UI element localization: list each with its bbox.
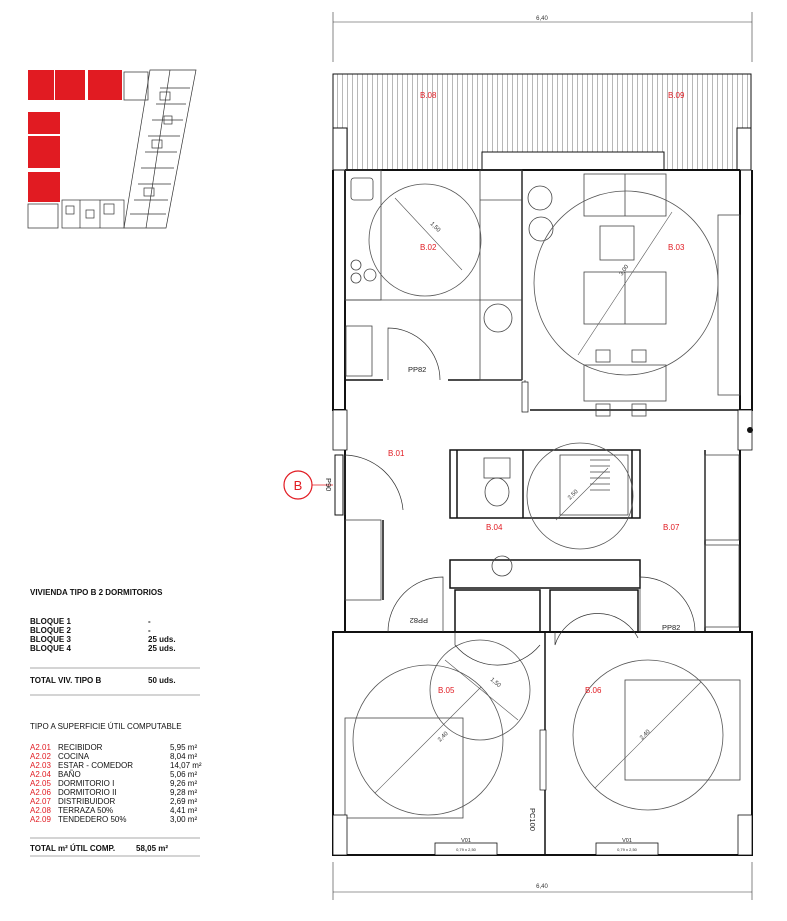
- room-label-b01: B.01: [388, 449, 405, 458]
- door-label-hall-right: PP82: [662, 623, 680, 632]
- living-furniture: [527, 173, 741, 417]
- block-row: BLOQUE 1-: [30, 617, 151, 626]
- door-label-bedroom: PC100: [528, 808, 537, 831]
- window-2-size: 0,79 x 2,50: [617, 847, 638, 852]
- bedroom-1-furniture: [344, 717, 464, 819]
- hall-turning-circle: [429, 639, 531, 741]
- key-plan-block-bottom: [61, 199, 125, 229]
- bathroom-fixtures: [483, 454, 629, 577]
- doors: [334, 327, 696, 791]
- hall-furniture: [344, 454, 740, 628]
- grand-total-row: TOTAL m² ÚTIL COMP.58,05 m²: [30, 844, 169, 853]
- key-plan-highlight-left: [27, 112, 60, 229]
- circle-label-bedroom1: 2,40: [437, 730, 450, 743]
- dimension-bottom: [332, 862, 753, 900]
- room-label-b05: B.05: [438, 686, 455, 695]
- dimension-top-label: 6,40: [536, 16, 548, 22]
- bedroom-1-turning-circle: [352, 664, 504, 816]
- surface-header: TIPO A SUPERFICIE ÚTIL COMPUTABLE: [30, 722, 182, 731]
- room-label-b09: B.09: [668, 91, 685, 100]
- living-turning-circle: [533, 190, 719, 376]
- door-label-kitchen: PP82: [408, 365, 426, 374]
- key-plan: [27, 69, 197, 229]
- block-row: BLOQUE 2-: [30, 626, 151, 635]
- circle-label-kitchen: 1,50: [429, 221, 442, 234]
- bathroom-turning-circle: [526, 442, 634, 550]
- circle-label-bedroom2: 2,40: [639, 728, 652, 741]
- windows: [332, 409, 753, 856]
- door-label-hall-left: PP82: [410, 616, 428, 625]
- bedroom-2-turning-circle: [572, 659, 724, 811]
- kitchen-furniture: [344, 169, 523, 381]
- room-label-b06: B.06: [585, 686, 602, 695]
- room-label-b07: B.07: [663, 523, 680, 532]
- terrace: [332, 73, 752, 171]
- key-plan-block-diagonal: [123, 69, 197, 229]
- room-label-b03: B.03: [668, 243, 685, 252]
- window-1-size: 0,79 x 2,50: [456, 847, 477, 852]
- door-label-entrance: P90: [324, 478, 333, 491]
- bedroom-2-furniture: [624, 679, 741, 781]
- room-label-b08: B.08: [420, 91, 437, 100]
- key-plan-highlight-top: [28, 70, 149, 101]
- dimension-bottom-label: 6,40: [536, 884, 548, 890]
- window-marker: [747, 427, 753, 433]
- room-label-b02: B.02: [420, 243, 437, 252]
- kitchen-turning-circle: [368, 183, 482, 297]
- window-2-code: V01: [622, 838, 632, 844]
- unit-badge-letter: B: [294, 478, 303, 493]
- room-label-b04: B.04: [486, 523, 503, 532]
- window-1-code: V01: [461, 838, 471, 844]
- summary-title: VIVIENDA TIPO B 2 DORMITORIOS: [30, 588, 163, 597]
- circle-label-living: 3,00: [619, 264, 631, 278]
- circle-label-bath: 2,50: [567, 488, 580, 501]
- dimension-top: [332, 12, 753, 62]
- circle-label-hall: 1,50: [489, 677, 502, 690]
